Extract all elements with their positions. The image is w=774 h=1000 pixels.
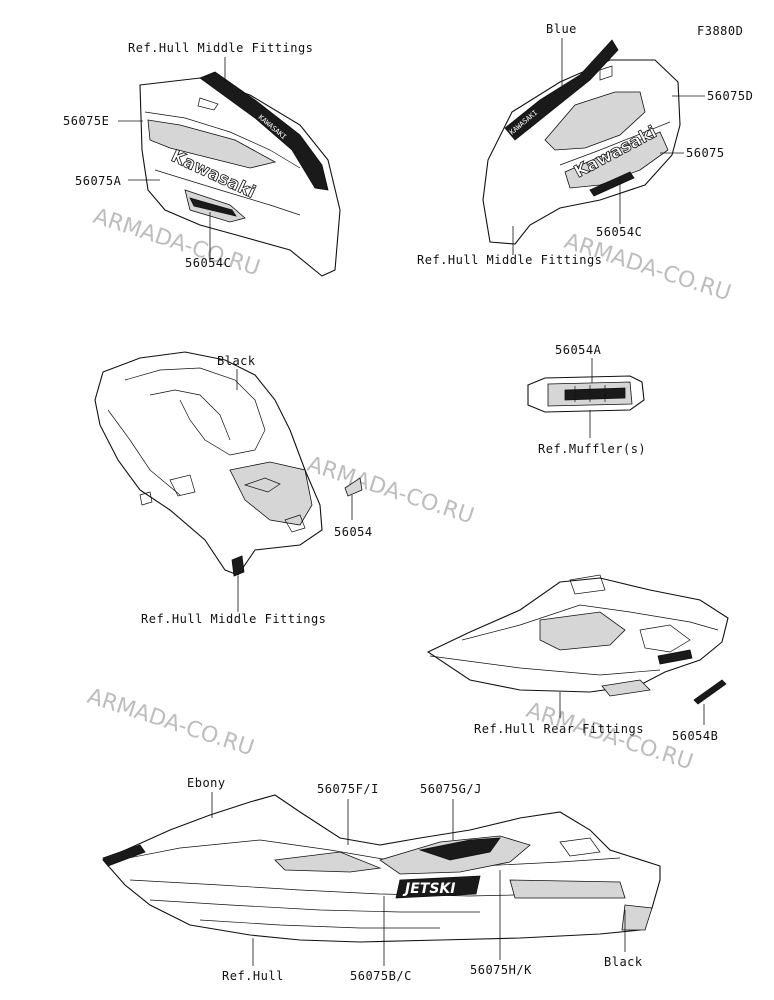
watercraft-side-illustration: JETSKI [102, 794, 661, 943]
jetski-decal: JETSKI [395, 875, 481, 899]
label-56075GJ: 56075G/J [420, 782, 482, 796]
label-ref-hull: Ref.Hull [222, 969, 284, 983]
label-56075: 56075 [686, 146, 725, 160]
label-ebony: Ebony [187, 776, 226, 790]
label-ref-muffler: Ref.Muffler(s) [538, 442, 646, 456]
label-ref-hull-rear: Ref.Hull Rear Fittings [474, 722, 644, 736]
label-black-top: Black [217, 354, 256, 368]
label-56075E: 56075E [63, 114, 109, 128]
label-56054C-right: 56054C [596, 225, 642, 239]
decal-56054B-illustration [693, 679, 727, 705]
label-56054C-left: 56054C [185, 256, 231, 270]
label-56054A: 56054A [555, 343, 602, 357]
label-56075HK: 56075H/K [470, 963, 532, 977]
jetski-decal-text: JETSKI [402, 881, 455, 897]
watermark-5: ARMADA-CO.RU [523, 698, 696, 775]
label-56054B: 56054B [672, 729, 718, 743]
label-56075D: 56075D [707, 89, 753, 103]
label-blue: Blue [546, 22, 577, 36]
deck-illustration [94, 351, 363, 577]
label-56075BC: 56075B/C [350, 969, 412, 983]
hood-right-illustration: Kawasaki KAWASAKI [482, 39, 681, 245]
label-ref-hull-middle-3: Ref.Hull Middle Fittings [141, 612, 326, 626]
hood-left-illustration: Kawasaki KAWASAKI [139, 71, 341, 277]
figure-code: F3880D [697, 24, 743, 38]
label-ref-hull-middle-1: Ref.Hull Middle Fittings [128, 41, 313, 55]
watermark-2: ARMADA-CO.RU [561, 229, 734, 306]
watermark-3: ARMADA-CO.RU [304, 452, 477, 529]
label-56075A: 56075A [75, 174, 122, 188]
label-56054: 56054 [334, 525, 373, 539]
watermark-4: ARMADA-CO.RU [84, 684, 257, 761]
hull-rear-illustration [426, 574, 729, 697]
muffler-illustration [527, 375, 645, 413]
label-ref-hull-middle-2: Ref.Hull Middle Fittings [417, 253, 602, 267]
label-56075FI: 56075F/I [317, 782, 379, 796]
label-black-bottom: Black [604, 955, 643, 969]
